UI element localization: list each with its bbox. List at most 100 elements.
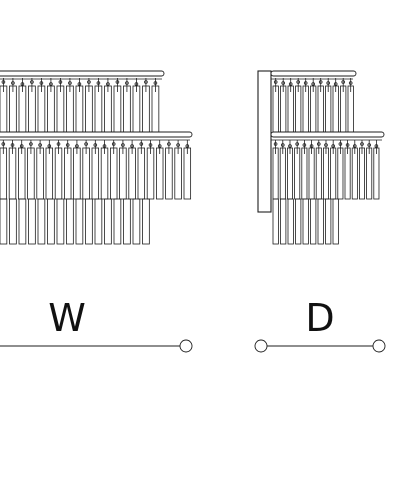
rod-connector xyxy=(273,80,278,84)
rod-connector xyxy=(29,142,33,146)
rod-connector xyxy=(121,143,125,147)
crystal-rod xyxy=(295,198,302,245)
crystal-rod xyxy=(82,147,90,200)
rod-connector xyxy=(68,81,72,85)
crystal-rod xyxy=(56,198,65,245)
crystal-rod xyxy=(347,85,354,133)
depth-label: D xyxy=(305,296,334,340)
rod-connector xyxy=(303,81,308,85)
crystal-rod xyxy=(28,85,36,133)
crystal-rod xyxy=(0,85,8,133)
crystal-rod xyxy=(18,198,27,245)
crystal-rod xyxy=(56,85,65,133)
crystal-rod xyxy=(132,198,141,245)
rod-connector xyxy=(19,144,24,148)
crystal-rod xyxy=(272,85,279,133)
crystal-rod xyxy=(325,198,332,245)
crystal-rod xyxy=(155,147,164,200)
front-view xyxy=(0,70,193,245)
crystal-rod xyxy=(280,198,287,245)
crystal-rod xyxy=(104,85,112,133)
front-middle-plate xyxy=(0,131,193,138)
rod-connector xyxy=(157,144,162,148)
width-dimension: W xyxy=(0,296,193,353)
crystal-rod xyxy=(366,147,373,200)
rod-connector xyxy=(1,142,6,146)
rod-connector xyxy=(1,80,6,84)
rod-connector xyxy=(39,81,44,85)
crystal-rod xyxy=(94,85,103,133)
rod-connector xyxy=(367,143,371,147)
crystal-rod xyxy=(151,85,160,133)
front-middle-crystal-rods xyxy=(0,140,192,200)
crystal-rod xyxy=(332,198,339,245)
rod-connector xyxy=(125,81,129,85)
crystal-rod xyxy=(17,147,26,200)
rod-connector xyxy=(11,81,15,85)
crystal-rod xyxy=(315,147,322,200)
crystal-rod xyxy=(358,147,365,200)
rod-connector xyxy=(134,82,139,86)
rod-connector xyxy=(148,143,153,147)
crystal-rod xyxy=(47,198,55,245)
rod-connector xyxy=(115,80,120,84)
crystal-rod xyxy=(165,147,173,200)
crystal-rod xyxy=(183,147,192,200)
rod-connector xyxy=(102,144,107,148)
rod-connector xyxy=(144,80,148,84)
crystal-rod xyxy=(110,147,118,200)
crystal-rod xyxy=(47,85,55,133)
crystal-rod xyxy=(332,85,339,133)
rod-connector xyxy=(65,143,70,147)
wall-back-plate xyxy=(257,70,272,213)
crystal-rod xyxy=(0,198,8,245)
crystal-rod xyxy=(73,147,81,200)
rod-connector xyxy=(288,82,293,86)
side-middle-plate xyxy=(270,131,385,138)
side-upper-crystal-rods xyxy=(272,78,354,133)
rod-connector xyxy=(167,142,171,146)
rod-connector xyxy=(281,81,286,85)
crystal-rod xyxy=(119,147,127,200)
side-canopy-plate xyxy=(270,70,357,77)
crystal-rod xyxy=(66,85,74,133)
crystal-rod xyxy=(18,85,27,133)
rod-connector xyxy=(130,144,134,148)
crystal-rod xyxy=(373,147,380,200)
crystal-rod xyxy=(272,147,279,200)
crystal-rod xyxy=(9,198,17,245)
rod-connector xyxy=(111,142,116,146)
crystal-rod xyxy=(123,198,131,245)
rod-connector xyxy=(326,81,331,85)
side-view xyxy=(257,70,385,245)
crystal-rod xyxy=(317,198,324,245)
rod-connector xyxy=(20,82,25,86)
crystal-rod xyxy=(9,85,17,133)
rod-connector xyxy=(75,144,79,148)
rod-connector xyxy=(360,142,364,146)
rod-connector xyxy=(84,142,88,146)
rod-connector xyxy=(280,143,285,147)
rod-connector xyxy=(106,82,110,86)
crystal-rod xyxy=(0,147,8,200)
rod-connector xyxy=(311,82,316,86)
rod-connector xyxy=(30,80,34,84)
rod-connector xyxy=(49,82,53,86)
rod-connector xyxy=(296,80,301,84)
crystal-rod xyxy=(287,198,294,245)
rod-connector xyxy=(316,142,321,146)
crystal-rod xyxy=(317,85,324,133)
crystal-rod xyxy=(66,198,74,245)
rod-connector xyxy=(288,144,292,148)
crystal-rod xyxy=(8,147,17,200)
crystal-rod xyxy=(301,147,308,200)
rod-connector xyxy=(374,144,379,148)
crystal-rod xyxy=(113,198,122,245)
rod-connector xyxy=(331,144,335,148)
front-upper-crystal-rods xyxy=(0,78,160,133)
crystal-rod xyxy=(85,198,93,245)
rod-connector xyxy=(324,143,328,147)
crystal-rod xyxy=(142,85,150,133)
rod-connector xyxy=(10,143,15,147)
